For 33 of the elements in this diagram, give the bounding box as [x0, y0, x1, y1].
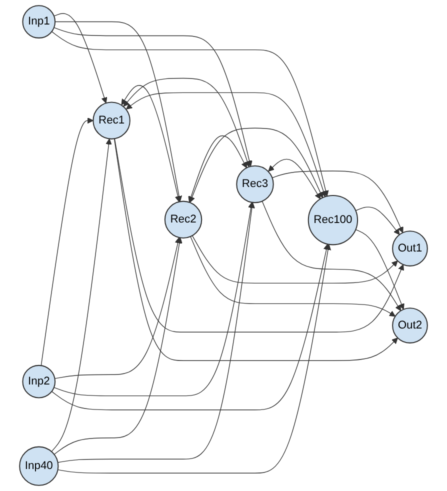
arrow	[51, 138, 112, 452]
node-circle: Inp2	[22, 364, 56, 398]
node-circle: Rec100	[308, 194, 358, 246]
arrow	[121, 85, 181, 202]
node-circle: Inp1	[22, 5, 56, 38]
arrow	[355, 206, 400, 235]
arrow	[188, 135, 247, 202]
arrow	[126, 92, 326, 198]
arrow	[192, 235, 398, 284]
node-circle: Rec2	[164, 200, 202, 239]
arrow	[54, 237, 181, 379]
node-circle: Rec3	[236, 165, 274, 204]
arrow	[355, 229, 404, 310]
arrow	[189, 128, 324, 203]
node-circle: Inp40	[19, 446, 59, 486]
arrow	[54, 13, 108, 104]
arrow	[54, 21, 182, 202]
arrow	[54, 238, 182, 455]
arrow	[190, 236, 396, 317]
arrow	[54, 27, 252, 167]
arrow	[262, 200, 402, 312]
node-circle: Rec1	[92, 102, 130, 140]
node-circle: Out2	[392, 308, 428, 344]
node-circle: Out1	[392, 230, 428, 266]
arrow	[58, 244, 332, 474]
arrow	[51, 31, 329, 196]
arrow	[51, 244, 330, 410]
arrow	[123, 78, 250, 168]
arrow	[58, 202, 255, 463]
arrow	[268, 158, 321, 200]
arrow	[54, 202, 254, 396]
arrow	[272, 170, 404, 233]
arrow	[40, 118, 94, 366]
